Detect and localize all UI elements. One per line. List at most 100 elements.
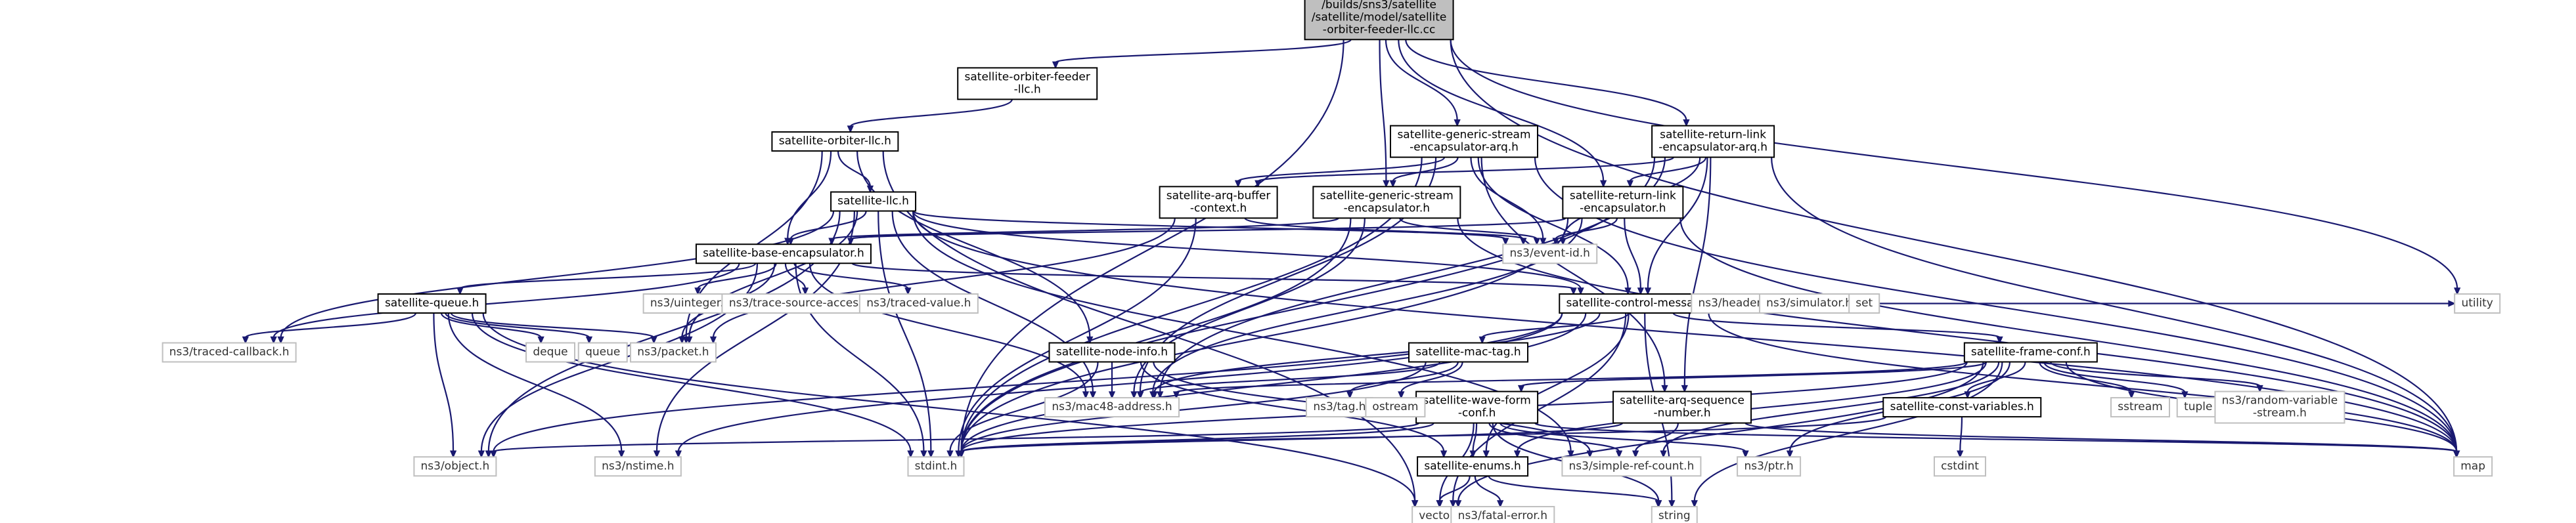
edge-root-to-rle_h xyxy=(1398,39,1605,182)
node-label-line: satellite-base-encapsulator.h xyxy=(703,247,864,260)
node-label-line: satellite-mac-tag.h xyxy=(1415,345,1521,358)
node-enums-h[interactable]: satellite-enums.h xyxy=(1417,456,1529,477)
node-orbfeeder-h[interactable]: satellite-orbiter-feeder-llc.h xyxy=(957,67,1098,100)
edge-arrowhead xyxy=(650,336,657,345)
edge-arrowhead xyxy=(490,450,497,459)
node-label-line: satellite-control-message.h xyxy=(1566,297,1718,310)
edge-waveform_h-to-object xyxy=(493,422,1420,453)
node-box xyxy=(1562,186,1684,219)
node-nodeinfo-h[interactable]: satellite-node-info.h xyxy=(1048,342,1176,363)
edge-rle_h-to-base_encap xyxy=(850,217,1566,240)
node-box xyxy=(2110,397,2171,418)
edge-root-to-stdint xyxy=(960,39,1344,452)
edge-queue_h-to-nstime xyxy=(447,313,623,452)
node-label-line: sstream xyxy=(2118,400,2162,413)
edge-llc_h-to-map xyxy=(912,211,2458,452)
edge-enums_h-to-fatal xyxy=(1474,476,1501,502)
edge-arrowhead xyxy=(449,450,457,459)
edge-arrowhead xyxy=(485,450,492,459)
edge-base_encap-to-tcallback xyxy=(273,262,740,338)
node-rle-h[interactable]: satellite-return-link-encapsulator.h xyxy=(1562,186,1684,219)
node-label-line: -number.h xyxy=(1654,407,1711,420)
node-box xyxy=(2176,397,2220,418)
edge-base_encap-to-mac48 xyxy=(809,263,1087,393)
edge-arrowhead xyxy=(1346,391,1354,399)
node-mactag-h[interactable]: satellite-mac-tag.h xyxy=(1408,342,1529,363)
node-label-line: vector xyxy=(1419,509,1454,522)
node-tag: ns3/tag.h xyxy=(1305,397,1373,418)
node-box xyxy=(594,456,682,477)
edge-arrowhead xyxy=(1661,385,1668,393)
edge-enums_h-to-string xyxy=(1488,475,1659,503)
edge-arrowhead xyxy=(1683,119,1690,127)
edge-arqseq_h-to-map xyxy=(1744,422,2458,453)
node-arqbuf-h[interactable]: satellite-arq-buffer-context.h xyxy=(1159,186,1278,219)
node-arqseq-h[interactable]: satellite-arq-sequence-number.h xyxy=(1612,390,1752,424)
node-box xyxy=(695,243,872,264)
nodes-layer: /builds/sns3/satellite/satellite/model/s… xyxy=(162,0,2501,523)
edge-arqbuf_h-to-packet xyxy=(712,218,1176,338)
edge-arrowhead xyxy=(1234,180,1242,188)
node-llc-h[interactable]: satellite-llc.h xyxy=(830,191,917,212)
node-box xyxy=(858,293,979,314)
node-label-line: satellite-wave-form xyxy=(1423,394,1530,408)
edge-arrowhead xyxy=(618,450,625,459)
edge-mactag_h-to-tag xyxy=(1349,362,1459,393)
edge-arrowhead xyxy=(1691,500,1698,508)
edge-frameconf_h-to-src xyxy=(1662,362,2000,452)
edge-arrowhead xyxy=(2453,450,2460,459)
edge-arrowhead xyxy=(1668,500,1676,508)
edge-arrowhead xyxy=(675,450,682,459)
edge-arrowhead xyxy=(1567,450,1574,459)
edge-gsa_h-to-arqseq_h xyxy=(1480,157,1666,387)
node-gsa-h[interactable]: satellite-generic-stream-encapsulator-ar… xyxy=(1390,125,1539,158)
edge-root-to-map xyxy=(1450,39,2458,452)
node-label-line: utility xyxy=(2461,297,2493,310)
node-rla-h[interactable]: satellite-return-link-encapsulator-arq.h xyxy=(1651,125,1775,158)
node-box xyxy=(162,342,297,363)
node-label-line: map xyxy=(2460,459,2485,472)
node-box xyxy=(1933,456,1986,477)
node-label-line: cstdint xyxy=(1941,459,1979,472)
edge-root-to-gse_h xyxy=(1379,39,1387,182)
node-string: string xyxy=(1651,506,1698,523)
node-queue-h[interactable]: satellite-queue.h xyxy=(377,293,487,314)
node-base-encap[interactable]: satellite-base-encapsulator.h xyxy=(695,243,872,264)
edge-base_encap-to-tvalue xyxy=(793,262,909,290)
edges-layer xyxy=(242,39,2461,508)
node-waveform-h[interactable]: satellite-wave-form-conf.h xyxy=(1415,390,1539,424)
edge-arrowhead xyxy=(2128,391,2135,399)
edge-orbfeeder_h-to-orbllc_h xyxy=(849,98,1013,128)
node-tuple: tuple xyxy=(2176,397,2220,418)
node-sstream: sstream xyxy=(2110,397,2171,418)
node-gse-h[interactable]: satellite-generic-stream-encapsulator.h xyxy=(1312,186,1461,219)
edge-arrowhead xyxy=(1255,180,1262,188)
node-label-line: satellite-generic-stream xyxy=(1320,189,1454,202)
edge-arrowhead xyxy=(1450,500,1457,508)
edge-arrowhead xyxy=(946,450,954,459)
node-label-line: satellite-arq-sequence xyxy=(1620,394,1744,408)
node-frameconf-h[interactable]: satellite-frame-conf.h xyxy=(1963,342,2098,363)
edge-arrowhead xyxy=(2454,287,2461,295)
edge-arrowhead xyxy=(1600,180,1607,188)
node-label-line: -encapsulator-arq.h xyxy=(1410,141,1519,154)
node-box xyxy=(1848,293,1880,314)
node-constvar-h[interactable]: satellite-const-variables.h xyxy=(1882,397,2042,418)
edge-orbllc_h-to-llc_h xyxy=(837,151,871,187)
node-box xyxy=(771,131,899,152)
node-box xyxy=(1417,456,1529,477)
node-box xyxy=(629,342,717,363)
node-box xyxy=(577,342,628,363)
edge-nodeinfo_h-to-stdint xyxy=(949,362,1099,452)
node-ptr: ns3/ptr.h xyxy=(1737,456,1802,477)
edge-base_encap-to-uinteger xyxy=(697,262,777,289)
node-box xyxy=(907,456,965,477)
node-root[interactable]: /builds/sns3/satellite/satellite/model/s… xyxy=(1304,0,1454,41)
edge-arrowhead xyxy=(1996,336,2003,345)
node-label-line: satellite-enums.h xyxy=(1424,459,1521,472)
edge-frameconf_h-to-waveform_h xyxy=(1520,361,1988,387)
edge-arrowhead xyxy=(585,336,593,345)
edge-arrowhead xyxy=(1517,385,1525,393)
edge-arrowhead xyxy=(1478,336,1486,345)
node-orbllc-h[interactable]: satellite-orbiter-llc.h xyxy=(771,131,899,152)
